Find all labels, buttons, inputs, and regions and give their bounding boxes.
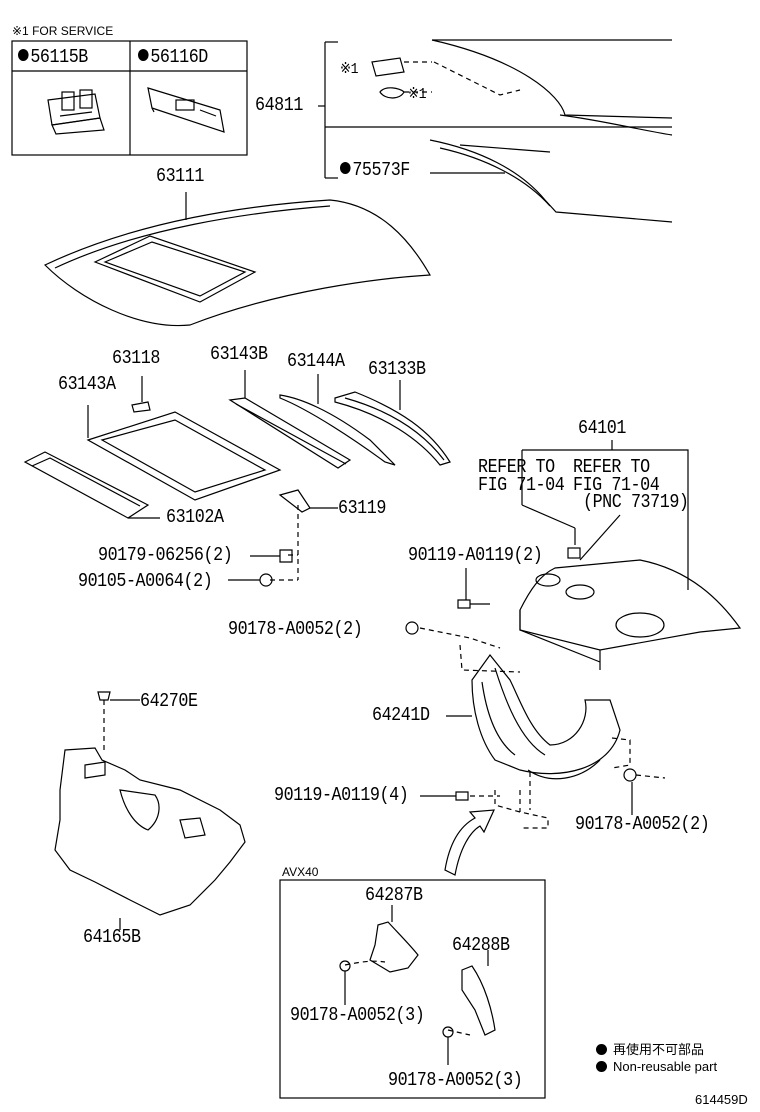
label-mark1-b: ※1 — [408, 86, 427, 103]
service-box — [11, 40, 248, 156]
label-63111: 63111 — [156, 165, 204, 187]
label-90105-a0064: 90105-A0064(2) — [78, 570, 213, 592]
label-63133b: 63133B — [368, 358, 426, 380]
service-part-a: 56115B — [18, 48, 88, 67]
label-64287b: 64287B — [365, 884, 423, 906]
label-90178-a0052-3a: 90178-A0052(3) — [290, 1004, 425, 1026]
label-refer2-line3: (PNC 73719) — [583, 491, 689, 513]
legend-bullet — [596, 1044, 607, 1055]
label-63102a: 63102A — [166, 506, 224, 528]
label-refer2-line1: REFER TO — [573, 456, 650, 478]
non-reusable-bullet — [138, 49, 149, 61]
clip-56116d-drawing — [147, 87, 225, 133]
direction-arrow — [444, 809, 495, 876]
non-reusable-bullet — [18, 49, 29, 61]
legend-bullet — [596, 1061, 607, 1072]
non-reusable-bullet — [340, 162, 351, 174]
service-part-b: 56116D — [138, 48, 208, 67]
label-64241d: 64241D — [372, 704, 430, 726]
label-90178-a0052-2a: 90178-A0052(2) — [228, 618, 363, 640]
label-63143b: 63143B — [210, 343, 268, 365]
label-63144a: 63144A — [287, 350, 345, 372]
legend-non-reusable-en: Non-reusable part — [596, 1059, 717, 1074]
label-90179-06256: 90179-06256(2) — [98, 544, 233, 566]
label-mark1-a: ※1 — [340, 61, 359, 78]
label-63119: 63119 — [338, 497, 386, 519]
windshield-glass-drawing — [318, 39, 673, 223]
rear-panel-drawing — [457, 440, 742, 670]
label-90178-a0052-3b: 90178-A0052(3) — [388, 1069, 523, 1091]
label-64811: 64811 — [255, 94, 303, 116]
label-75573f: 75573F — [340, 161, 410, 180]
label-64165b: 64165B — [83, 926, 141, 948]
label-avx40: AVX40 — [282, 865, 319, 879]
roof-reinforcements-drawing — [23, 370, 451, 587]
diagram-id: 614459D — [695, 1092, 748, 1107]
label-90178-a0052-2b: 90178-A0052(2) — [575, 813, 710, 835]
label-refer2-line2: FIG 71-04 — [573, 474, 660, 496]
label-64270e: 64270E — [140, 690, 198, 712]
legend-non-reusable-jp: 再使用不可部品 — [596, 1039, 704, 1058]
label-refer1-line2: FIG 71-04 — [478, 474, 565, 496]
roof-panel-drawing — [43, 192, 432, 327]
avx40-box — [279, 879, 546, 1099]
label-63118: 63118 — [112, 347, 160, 369]
insulator-64165b-drawing — [54, 691, 246, 930]
label-90119-a0119-4: 90119-A0119(4) — [274, 784, 409, 806]
bracket-64241d-drawing — [405, 621, 666, 829]
label-64288b: 64288B — [452, 934, 510, 956]
label-64101: 64101 — [578, 417, 626, 439]
label-90119-a0119-2: 90119-A0119(2) — [408, 544, 543, 566]
clip-56115b-drawing — [47, 89, 105, 135]
service-note: ※1 FOR SERVICE — [12, 24, 114, 38]
label-refer1-line1: REFER TO — [478, 456, 555, 478]
label-63143a: 63143A — [58, 373, 116, 395]
